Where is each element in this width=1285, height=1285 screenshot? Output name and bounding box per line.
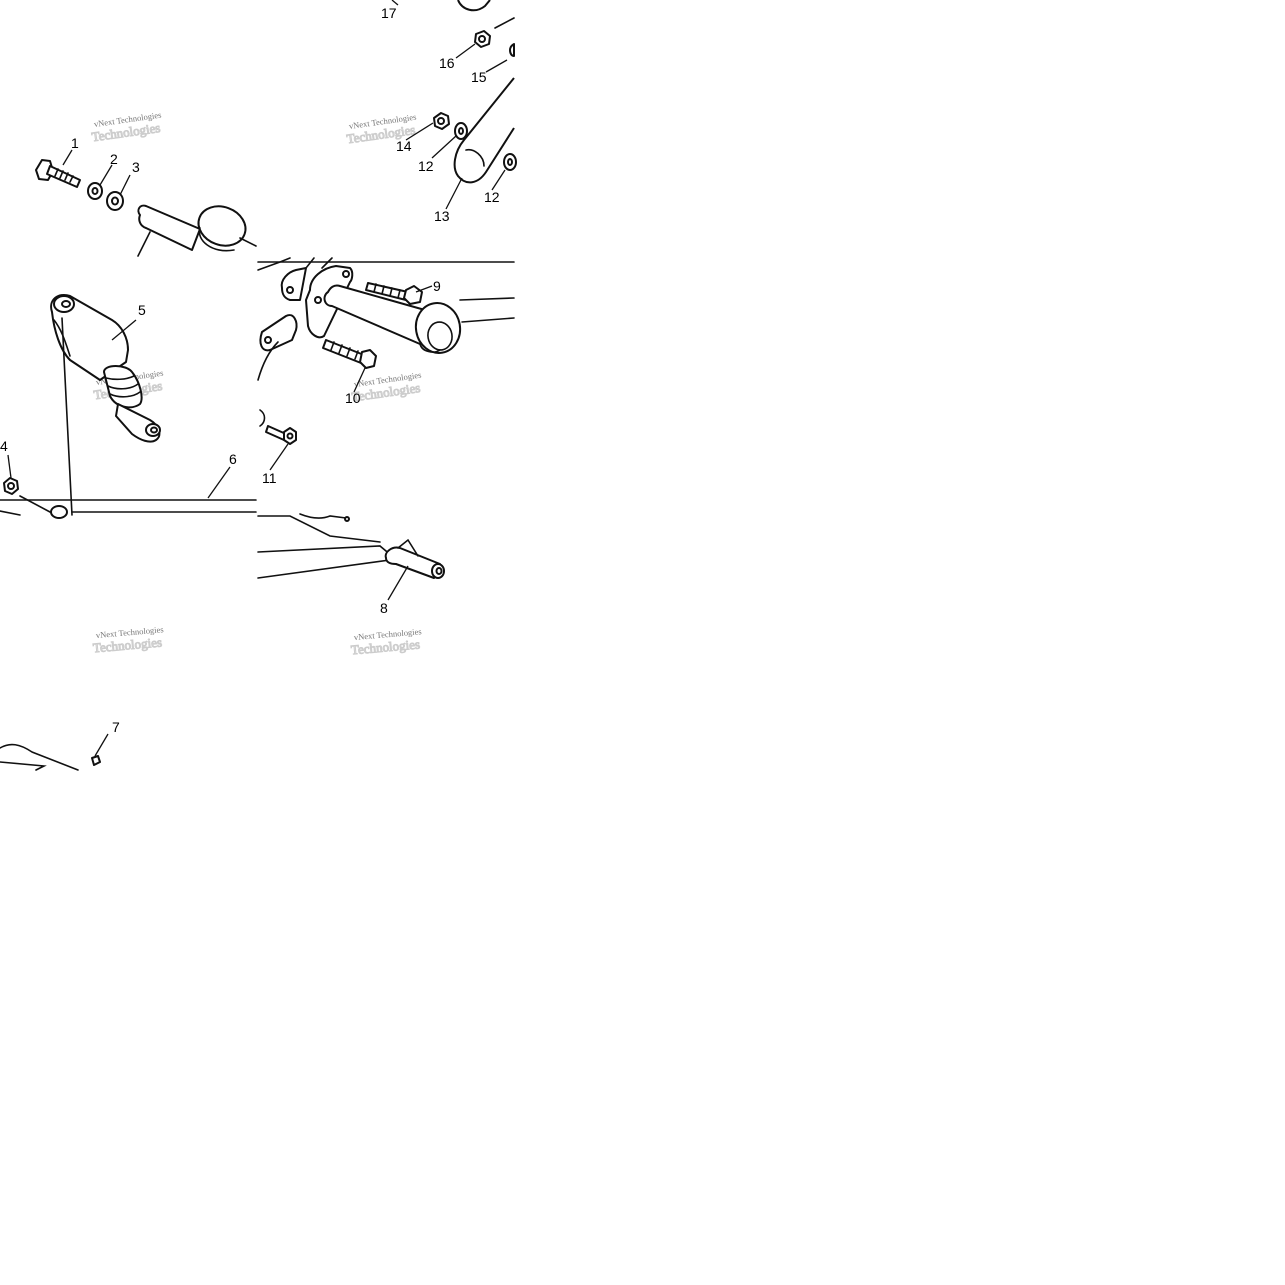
callout-1: 1 bbox=[71, 135, 79, 151]
nut-16 bbox=[474, 30, 491, 48]
callout-11: 11 bbox=[262, 470, 277, 486]
bolt-10 bbox=[322, 339, 377, 369]
washer-2 bbox=[87, 182, 103, 200]
frame-leader-line bbox=[61, 317, 73, 516]
callouts: 1 2 3 4 5 6 7 8 9 10 11 12 12 13 14 15 1… bbox=[0, 5, 500, 735]
washer-12-right bbox=[503, 153, 517, 171]
pivot-tube bbox=[137, 204, 257, 257]
frame-tube-top bbox=[257, 261, 515, 323]
callout-5: 5 bbox=[138, 302, 146, 318]
callout-8: 8 bbox=[380, 600, 388, 616]
leader-lines bbox=[7, 0, 508, 757]
callout-12-right: 12 bbox=[484, 189, 500, 205]
callout-3: 3 bbox=[132, 159, 140, 175]
bolt-9 bbox=[365, 282, 423, 305]
link-13 bbox=[453, 77, 515, 184]
link-15 bbox=[509, 43, 515, 57]
bolt-11 bbox=[259, 409, 297, 445]
nut-4 bbox=[3, 477, 19, 495]
watermark: Technologies vNext Technologies bbox=[90, 110, 162, 145]
callout-7: 7 bbox=[112, 719, 120, 735]
washer-3 bbox=[106, 191, 124, 211]
bracket-plate bbox=[257, 257, 354, 381]
svg-text:Technologies: Technologies bbox=[92, 634, 162, 655]
callout-10: 10 bbox=[345, 390, 361, 406]
callout-12-left: 12 bbox=[418, 158, 434, 174]
control-arm-8 bbox=[257, 513, 445, 579]
arm-fragment-17 bbox=[457, 0, 515, 29]
callout-4: 4 bbox=[0, 438, 8, 454]
callout-6: 6 bbox=[229, 451, 237, 467]
callout-14: 14 bbox=[396, 138, 412, 154]
callout-15: 15 bbox=[471, 69, 487, 85]
arm-fragment-7 bbox=[0, 743, 101, 771]
svg-text:Technologies: Technologies bbox=[350, 636, 420, 657]
nut-14 bbox=[433, 112, 450, 130]
bolt-1 bbox=[35, 159, 81, 188]
watermark: Technologies vNext Technologies bbox=[350, 626, 422, 658]
frame-rail-6 bbox=[0, 495, 257, 519]
callout-16: 16 bbox=[439, 55, 455, 71]
washer-12-left bbox=[454, 122, 468, 140]
callout-17: 17 bbox=[381, 5, 397, 21]
watermark: Technologies vNext Technologies bbox=[92, 624, 164, 656]
callout-13: 13 bbox=[434, 208, 450, 224]
callout-2: 2 bbox=[110, 151, 118, 167]
callout-9: 9 bbox=[433, 278, 441, 294]
cross-tube bbox=[323, 284, 462, 354]
shock-absorber-5 bbox=[50, 294, 161, 443]
